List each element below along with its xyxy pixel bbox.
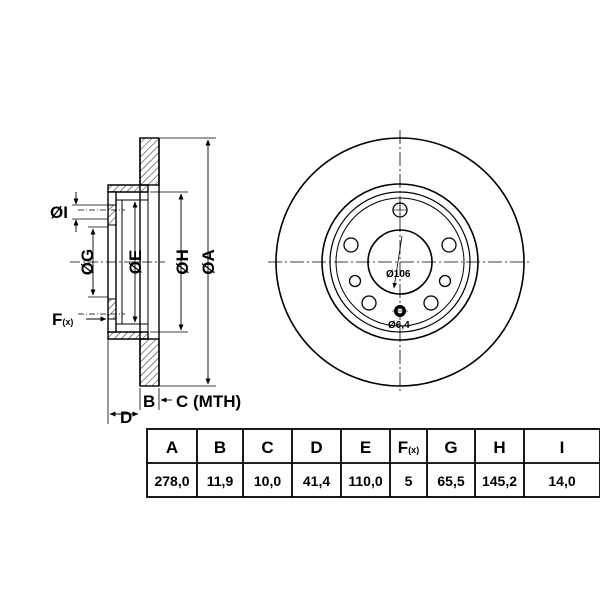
- dimension-table: A B C D E F(x) G H I 278,0 11,9 10,0 41,4 110,0 5 65,5…: [146, 428, 600, 498]
- label-b: B: [143, 392, 155, 411]
- label-bolt-circle: Ø106: [386, 269, 411, 280]
- hat-wall-lower: [107, 331, 149, 340]
- table-value-a: 278,0: [154, 473, 189, 489]
- label-d: D: [120, 408, 132, 427]
- label-c-mth: C (MTH): [176, 392, 241, 411]
- table-header-d: D: [310, 438, 322, 457]
- table-header-g: G: [444, 438, 457, 457]
- label-dia-g: ØG: [78, 249, 97, 275]
- label-f: F(x): [52, 310, 73, 329]
- table-header-a: A: [166, 438, 178, 457]
- front-view: Ø106 Ø6,4: [268, 130, 532, 394]
- friction-ring-lower: [139, 338, 160, 387]
- table-value-d: 41,4: [303, 473, 330, 489]
- table-value-e: 110,0: [348, 473, 382, 489]
- friction-ring-upper: [139, 137, 160, 186]
- side-section-view: ØA ØH ØE ØG ØI F(x) B C (MTH) D: [50, 137, 241, 427]
- hat-wall-upper: [107, 184, 149, 193]
- table-value-c: 10,0: [254, 473, 281, 489]
- label-dia-e: ØE: [126, 250, 145, 275]
- label-dia-a: ØA: [199, 249, 218, 275]
- table-header-c: C: [261, 438, 273, 457]
- bolt-holes: [343, 202, 457, 311]
- table-header-e: E: [360, 438, 371, 457]
- locating-holes: [348, 274, 452, 317]
- label-dia-i: ØI: [50, 203, 68, 222]
- table-header-b: B: [214, 438, 226, 457]
- table-header-i: I: [560, 438, 565, 457]
- table-value-f: 5: [405, 473, 413, 489]
- table-header-h: H: [493, 438, 505, 457]
- table-header-f: F(x): [398, 438, 419, 457]
- table-value-b: 11,9: [207, 473, 234, 489]
- table-value-g: 65,5: [437, 473, 464, 489]
- label-hole-dia: Ø6,4: [388, 320, 410, 331]
- table-value-h: 145,2: [482, 473, 517, 489]
- label-dia-h: ØH: [173, 249, 192, 275]
- table-value-i: 14,0: [548, 473, 575, 489]
